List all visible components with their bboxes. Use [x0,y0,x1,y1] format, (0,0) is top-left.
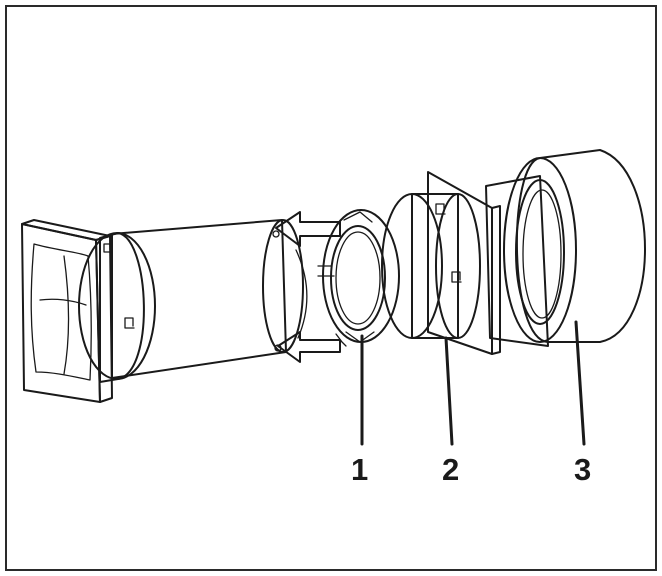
part-1-sealing-ring [322,209,400,347]
square-air-grille [21,219,113,403]
leader-line-3 [574,320,586,446]
part-2-fan-housing [381,171,501,355]
part-3-foam-filter [485,149,646,347]
callout-1: 1 [351,452,368,487]
callout-3: 3 [574,452,591,487]
leader-line-2 [444,336,454,446]
alignment-clip-arrows [272,211,341,363]
callout-2: 2 [442,452,459,487]
